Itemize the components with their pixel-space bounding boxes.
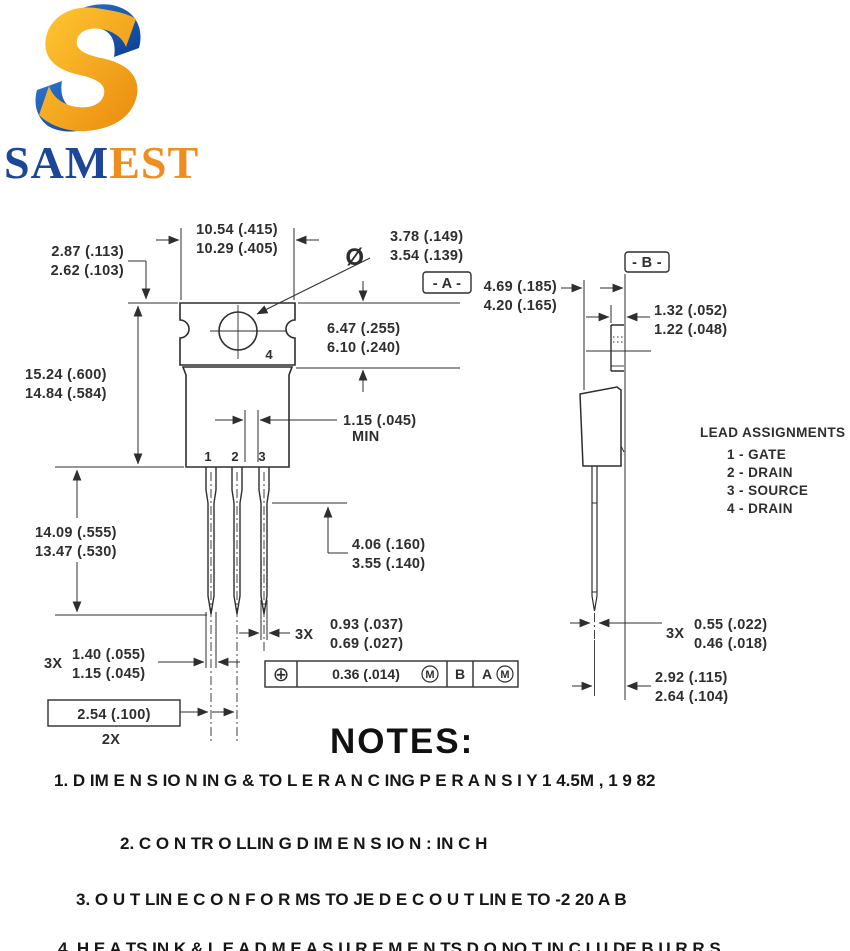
dim-body-thickness-lines <box>561 280 624 390</box>
dim-hole-offset-lines <box>128 260 151 300</box>
dim-body-thickness-max: 4.69 (.185) <box>484 279 557 295</box>
dim-overall-height-max: 15.24 (.600) <box>25 367 107 383</box>
note-4: 4. H E A TS IN K & L E A D M E A S U R E… <box>58 939 721 951</box>
dim-lead-width-narrow-min: 0.69 (.027) <box>330 636 403 652</box>
front-view <box>179 302 296 468</box>
dim-lead-gap-min: MIN <box>352 429 379 445</box>
dim-lead-offset-max: 2.92 (.115) <box>655 670 728 686</box>
fcf-tolerance: 0.36 (.014) <box>332 666 400 682</box>
dim-tab-width-lines <box>156 228 319 300</box>
dim-pitch-value: 2.54 (.100) <box>77 707 150 723</box>
pin-number-1: 1 <box>204 449 211 464</box>
samest-logo-icon <box>35 4 141 132</box>
lead-assignment-drain2: 2 - DRAIN <box>727 465 793 480</box>
dim-tab-height-min: 6.10 (.240) <box>327 340 400 356</box>
tab-outline <box>179 302 296 366</box>
brand-wordmark: SAMEST <box>4 136 199 189</box>
dim-lead-width-narrow-lines <box>239 600 290 640</box>
dim-hole-dia-min: 3.54 (.139) <box>390 248 463 264</box>
dim-tab-width-min: 10.29 (.405) <box>196 241 278 257</box>
hole-centerlines <box>210 305 287 359</box>
front-view-pins <box>205 467 270 615</box>
dim-lead-length-min: 13.47 (.530) <box>35 544 117 560</box>
body-outline <box>181 366 294 468</box>
dim-tab-height-max: 6.47 (.255) <box>327 321 400 337</box>
side-tab-outline <box>610 324 624 372</box>
dim-hole-dia-leader <box>256 257 371 315</box>
dim-tab-width-max: 10.54 (.415) <box>196 222 278 238</box>
note-3: 3. O U T LIN E C O N F O R MS TO JE D E … <box>76 890 627 909</box>
diameter-symbol: Ø <box>345 244 364 271</box>
note-2: 2. C O N TR O LLIN G D IM E N S IO N : I… <box>120 834 488 853</box>
dim-tab-thickness-min: 1.22 (.048) <box>654 322 727 338</box>
lead-assignment-gate: 1 - GATE <box>727 447 786 462</box>
pin-number-3: 3 <box>258 449 265 464</box>
dim-lead-length-max: 14.09 (.555) <box>35 525 117 541</box>
pin-centerlines <box>210 472 265 742</box>
fcf-mmc-symbol-1: M <box>425 669 434 681</box>
dim-lead-width-wide-max: 1.40 (.055) <box>72 647 145 663</box>
dim-lead-offset-min: 2.64 (.104) <box>655 689 728 705</box>
datum-a-label: - A - <box>433 276 462 292</box>
dim-lead-gap-value: 1.15 (.045) <box>343 413 416 429</box>
side-body-nick <box>620 445 625 453</box>
dim-shoulder-lines <box>272 502 348 554</box>
dim-pitch-qty: 2X <box>102 732 120 748</box>
brand-sam: SAM <box>4 137 110 188</box>
lead-assignment-source: 3 - SOURCE <box>727 483 808 498</box>
dim-tab-height-lines <box>296 281 460 392</box>
fcf-datum-a: A <box>482 666 492 682</box>
dim-hole-offset-max: 2.87 (.113) <box>51 244 124 260</box>
dim-lead-width-wide-lines <box>158 612 240 668</box>
feature-control-frame: ⊕ 0.36 (.014) M B A M <box>264 660 519 688</box>
dim-pitch: 2.54 (.100) 2X <box>47 699 235 748</box>
position-tolerance-icon: ⊕ <box>273 664 290 686</box>
pin-number-4: 4 <box>265 347 273 362</box>
dim-shoulder-max: 4.06 (.160) <box>352 537 425 553</box>
fcf-datum-b: B <box>455 666 465 682</box>
notes-heading: NOTES: <box>330 722 475 761</box>
dim-body-thickness-min: 4.20 (.165) <box>484 298 557 314</box>
dim-tab-thickness-max: 1.32 (.052) <box>654 303 727 319</box>
dim-hole-offset-min: 2.62 (.103) <box>51 263 124 279</box>
dim-lead-thickness-min: 0.46 (.018) <box>694 636 767 652</box>
lead-assignment-drain4: 4 - DRAIN <box>727 501 793 516</box>
dim-lead-thickness-max: 0.55 (.022) <box>694 617 767 633</box>
datum-b-flag <box>624 251 670 273</box>
dim-lead-width-wide-qty: 3X <box>44 656 62 672</box>
side-tab-knurl <box>613 336 623 343</box>
dim-lead-width-wide-min: 1.15 (.045) <box>72 666 145 682</box>
dim-overall-height-lines <box>55 302 184 468</box>
dim-overall-height-min: 14.84 (.584) <box>25 386 107 402</box>
dim-lead-thickness-qty: 3X <box>666 626 684 642</box>
pin-number-2: 2 <box>231 449 238 464</box>
dim-lead-width-narrow-qty: 3X <box>295 627 313 643</box>
lead-assignments: LEAD ASSIGNMENTS 1 - GATE 2 - DRAIN 3 - … <box>700 425 845 516</box>
fcf-mmc-symbol-2: M <box>500 669 509 681</box>
datum-b-label: - B - <box>632 255 662 271</box>
dim-lead-gap-lines <box>215 410 337 462</box>
dim-hole-dia-max: 3.78 (.149) <box>390 229 463 245</box>
dim-lead-length-lines <box>55 469 207 616</box>
dim-lead-width-narrow-max: 0.93 (.037) <box>330 617 403 633</box>
datum-a-flag: - A - <box>422 271 472 294</box>
dim-shoulder-min: 3.55 (.140) <box>352 556 425 572</box>
side-view: - B - <box>579 251 670 700</box>
lead-assignments-title: LEAD ASSIGNMENTS <box>700 425 845 440</box>
side-body-outline <box>579 386 622 467</box>
note-1: 1. D IM E N S IO N IN G & TO L E R A N C… <box>54 771 656 790</box>
brand-est: EST <box>109 137 200 188</box>
side-lead-outline <box>591 466 598 612</box>
